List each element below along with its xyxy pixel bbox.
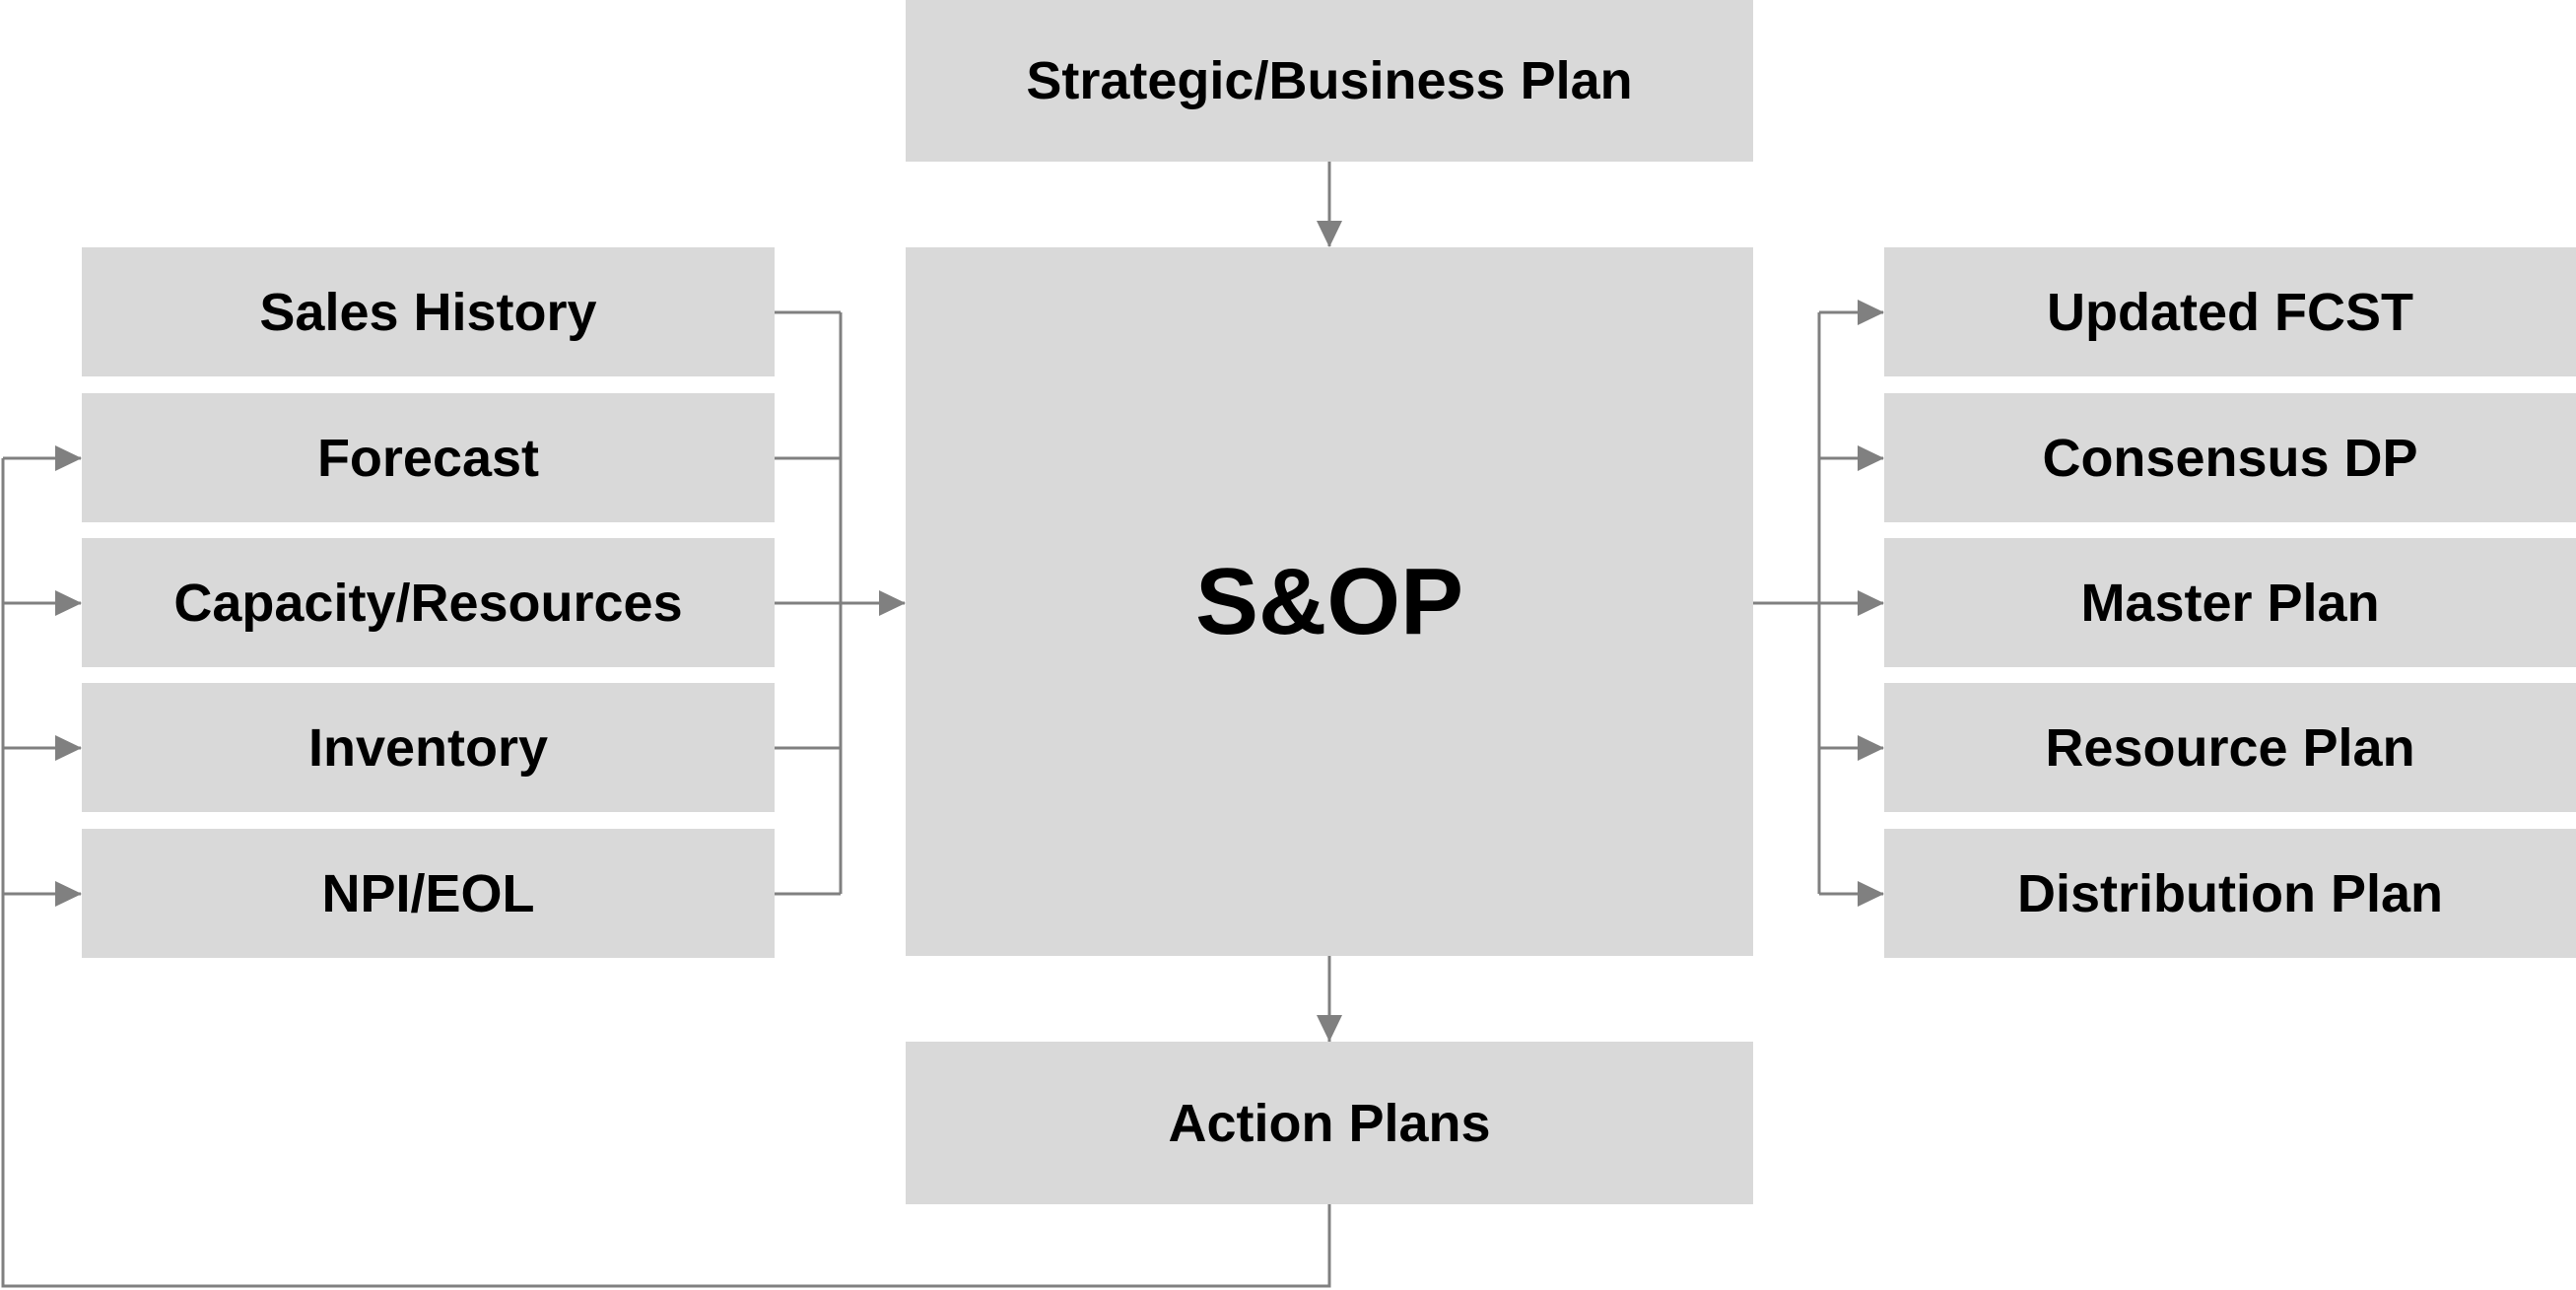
input-box-forecast: Forecast xyxy=(82,393,775,522)
action-plans-box: Action Plans xyxy=(906,1042,1753,1204)
output-box-updated-fcst: Updated FCST xyxy=(1884,247,2576,376)
input-label: Inventory xyxy=(307,717,549,778)
feedback-loop-line xyxy=(1,458,1331,1288)
arrowhead xyxy=(1858,881,1884,907)
output-label: Resource Plan xyxy=(2045,717,2415,778)
input-box-capacity-resources: Capacity/Resources xyxy=(82,538,775,667)
output-box-resource-plan: Resource Plan xyxy=(1884,683,2576,812)
arrowhead xyxy=(55,735,82,761)
input-label: NPI/EOL xyxy=(321,863,535,923)
input-box-sales-history: Sales History xyxy=(82,247,775,376)
output-label: Consensus DP xyxy=(2042,428,2418,488)
input-label: Forecast xyxy=(316,428,540,488)
arrowhead xyxy=(1858,300,1884,325)
arrowhead xyxy=(55,881,82,907)
arrowhead xyxy=(55,445,82,471)
sop-box: S&OP xyxy=(906,247,1753,956)
strategic-business-plan-label: Strategic/Business Plan xyxy=(1026,51,1633,110)
output-label: Master Plan xyxy=(2080,573,2380,633)
input-label: Capacity/Resources xyxy=(173,573,683,633)
arrowhead xyxy=(1858,445,1884,471)
strategic-business-plan-box: Strategic/Business Plan xyxy=(906,0,1753,162)
input-label: Sales History xyxy=(259,282,597,342)
action-plans-label: Action Plans xyxy=(1168,1093,1491,1153)
sop-label: S&OP xyxy=(1194,548,1464,654)
output-box-consensus-dp: Consensus DP xyxy=(1884,393,2576,522)
arrowhead xyxy=(55,590,82,616)
input-box-npi-eol: NPI/EOL xyxy=(82,829,775,958)
arrowhead xyxy=(879,590,906,616)
output-box-master-plan: Master Plan xyxy=(1884,538,2576,667)
output-box-distribution-plan: Distribution Plan xyxy=(1884,829,2576,958)
output-label: Distribution Plan xyxy=(2017,863,2443,923)
arrowhead xyxy=(1317,221,1342,247)
input-box-inventory: Inventory xyxy=(82,683,775,812)
arrowhead xyxy=(1858,590,1884,616)
arrowhead xyxy=(1317,1015,1342,1042)
arrowhead xyxy=(1858,735,1884,761)
output-label: Updated FCST xyxy=(2047,282,2413,342)
